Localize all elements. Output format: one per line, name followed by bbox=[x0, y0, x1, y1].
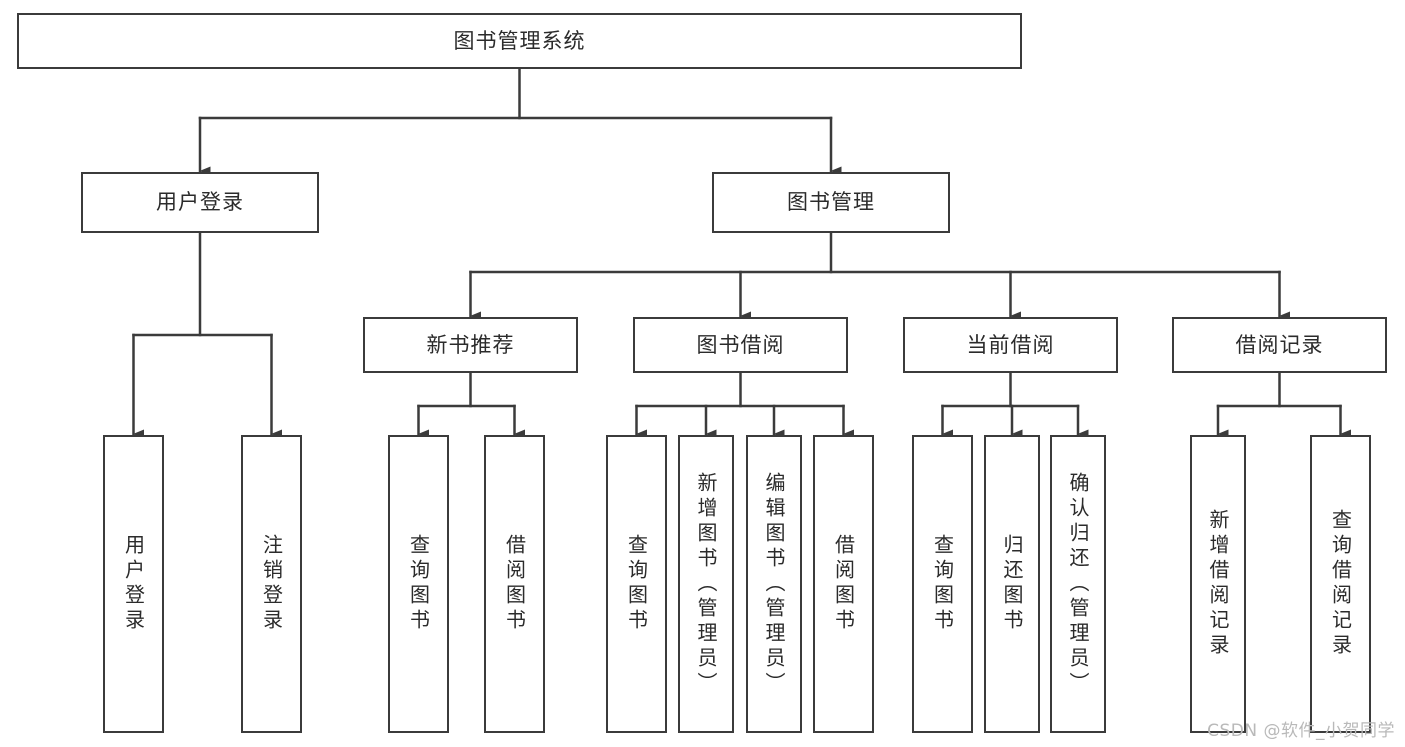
leaf-query-book-borrow[interactable]: 查询图书 bbox=[606, 435, 667, 733]
node-user-login[interactable]: 用户登录 bbox=[81, 172, 319, 233]
wire-group bbox=[132, 67, 1351, 439]
node-label: 当前借阅 bbox=[966, 332, 1055, 357]
node-label: 借阅图书 bbox=[502, 534, 527, 634]
node-label: 归还图书 bbox=[1000, 534, 1024, 634]
leaf-add-borrow-record[interactable]: 新增借阅记录 bbox=[1190, 435, 1246, 733]
node-current-borrow[interactable]: 当前借阅 bbox=[903, 317, 1118, 373]
node-label: 注销登录 bbox=[259, 534, 284, 634]
node-borrow-record[interactable]: 借阅记录 bbox=[1172, 317, 1387, 373]
node-book-management[interactable]: 图书管理 bbox=[712, 172, 950, 233]
node-label: 编辑图书（管理员） bbox=[762, 471, 786, 697]
leaf-confirm-return-admin[interactable]: 确认归还（管理员） bbox=[1050, 435, 1106, 733]
node-label: 查询图书 bbox=[406, 534, 431, 634]
node-label: 借阅图书 bbox=[831, 534, 856, 634]
leaf-edit-book-admin[interactable]: 编辑图书（管理员） bbox=[746, 435, 802, 733]
leaf-query-book-current[interactable]: 查询图书 bbox=[912, 435, 973, 733]
node-label: 新书推荐 bbox=[426, 332, 515, 357]
leaf-borrow-book[interactable]: 借阅图书 bbox=[813, 435, 874, 733]
node-root[interactable]: 图书管理系统 bbox=[17, 13, 1022, 69]
node-label: 查询借阅记录 bbox=[1328, 509, 1353, 659]
leaf-query-borrow-record[interactable]: 查询借阅记录 bbox=[1310, 435, 1371, 733]
node-label: 用户登录 bbox=[156, 190, 244, 215]
leaf-add-book-admin[interactable]: 新增图书（管理员） bbox=[678, 435, 734, 733]
node-label: 借阅记录 bbox=[1235, 332, 1324, 357]
leaf-user-login[interactable]: 用户登录 bbox=[103, 435, 164, 733]
node-label: 新增借阅记录 bbox=[1206, 509, 1230, 659]
node-label: 用户登录 bbox=[121, 534, 146, 634]
node-label: 图书管理系统 bbox=[453, 28, 586, 53]
node-label: 新增图书（管理员） bbox=[694, 471, 718, 697]
leaf-borrow-book-recommend[interactable]: 借阅图书 bbox=[484, 435, 545, 733]
leaf-logout[interactable]: 注销登录 bbox=[241, 435, 302, 733]
node-label: 查询图书 bbox=[930, 534, 955, 634]
node-label: 查询图书 bbox=[624, 534, 649, 634]
node-label: 确认归还（管理员） bbox=[1066, 471, 1090, 697]
node-book-borrow[interactable]: 图书借阅 bbox=[633, 317, 848, 373]
leaf-query-book-recommend[interactable]: 查询图书 bbox=[388, 435, 449, 733]
node-new-book-recommend[interactable]: 新书推荐 bbox=[363, 317, 578, 373]
leaf-return-book[interactable]: 归还图书 bbox=[984, 435, 1040, 733]
node-label: 图书管理 bbox=[787, 190, 875, 215]
node-label: 图书借阅 bbox=[696, 332, 785, 357]
watermark: CSDN @软件_小贺同学 bbox=[1207, 721, 1395, 741]
